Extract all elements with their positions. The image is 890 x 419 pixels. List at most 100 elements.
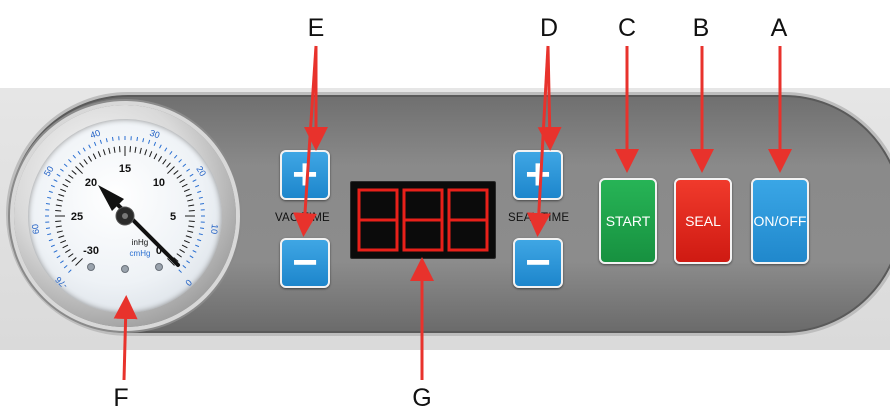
gauge-outer-tick-label: 0 [183,277,194,288]
gauge-inner-tick-label: -30 [83,245,99,257]
gauge-tick [71,257,77,262]
gauge-tick-outer [195,184,200,188]
gauge-inner-tick-label: 25 [71,211,83,223]
gauge-tick [65,249,71,254]
gauge-tick-outer [48,190,53,193]
gauge-tick [62,244,69,249]
plus-icon: + [292,150,318,199]
gauge-tick [181,244,188,249]
gauge-tick [87,156,92,162]
gauge-tick-outer [182,163,187,168]
gauge-tick [79,162,84,168]
gauge-tick-outer [47,233,52,236]
gauge-tick [134,146,137,153]
gauge-tick [55,204,62,207]
gauge-tick [179,178,185,183]
callout-letter-e: E [307,14,325,42]
gauge-tick [62,183,69,188]
gauge-tick [167,258,175,266]
gauge-tick [185,193,192,197]
gauge-tick-outer [195,244,200,248]
gauge-tick [75,258,83,266]
gauge-tick [149,151,153,158]
gauge-outer-tick-label: -76 [53,275,69,291]
gauge-tick-outer [63,163,68,168]
gauge-tick-outer [192,179,197,182]
seal-time-plus-button[interactable]: + [513,150,563,200]
gauge-tick [153,153,158,160]
gauge-inner-tick-label: 0 [156,245,162,257]
on-off-button[interactable]: ON/OFF [751,178,809,264]
gauge-tick-outer [105,138,108,143]
gauge-tick [144,149,148,156]
gauge-outer-tick-label: 10 [209,224,220,235]
gauge-tick-outer [164,147,168,152]
gauge-tick [179,249,185,254]
gauge-units-bottom: cmHg [130,249,151,258]
gauge-tick [83,159,88,165]
gauge-tick-outer [111,136,114,142]
gauge-tick-outer [99,139,102,144]
gauge-tick [75,166,83,174]
gauge-tick [68,174,74,179]
gauge-tick-outer [173,154,178,159]
gauge-outer-tick-label: 20 [194,164,208,178]
gauge-tick [162,159,167,165]
gauge-tick [176,253,182,258]
gauge-tick-outer [189,255,194,259]
minus-icon: − [525,238,551,287]
gauge-tick [58,193,65,197]
gauge-tick-outer [82,147,86,152]
callout-letter-f: F [113,384,129,412]
gauge-tick-outer [68,159,72,163]
gauge-units-top: inHg [132,238,148,247]
gauge-tick-outer [186,168,191,172]
gauge-tick-outer [47,196,52,199]
gauge-tick [71,170,77,175]
gauge-tick-outer [48,239,53,242]
gauge-tick-outer [93,141,97,146]
gauge-tick-outer [197,190,202,193]
gauge-tick [188,225,195,228]
gauge-tick [56,199,63,202]
start-button[interactable]: START [599,178,657,264]
gauge-tick-outer [56,255,61,259]
gauge-tick [188,204,195,207]
seal-time-minus-button[interactable]: − [513,238,563,288]
gauge-tick [183,240,190,244]
gauge-tick-outer [192,250,197,253]
gauge-tick [56,230,63,233]
gauge-tick-outer [198,233,203,236]
gauge-tick-outer [148,139,151,144]
gauge-tick-outer [182,264,187,269]
gauge-tick-outer [72,154,77,159]
gauge-tick [173,257,179,262]
seal-time-label: SEAL TIME [508,212,570,224]
gauge-tick-outer [199,202,205,205]
on-off-button-label: ON/OFF [753,213,807,229]
seal-button[interactable]: SEAL [674,178,732,264]
gauge-tick [65,178,71,183]
gauge-tick-outer [50,184,55,188]
vac-time-minus-button[interactable]: − [280,238,330,288]
gauge-tick [92,153,97,160]
gauge-tick-outer [169,150,173,155]
gauge-tick-outer [53,179,58,182]
gauge-tick [185,235,192,239]
plus-icon: + [525,150,551,199]
seal-button-label: SEAL [685,213,721,229]
gauge-tick [187,199,194,202]
gauge-tick-outer [63,264,68,269]
gauge-tick [55,225,62,228]
gauge-tick-outer [178,269,182,273]
vac-time-plus-button[interactable]: + [280,150,330,200]
gauge-tick-outer [59,168,64,172]
gauge-tick [166,162,171,168]
gauge-tick-outer [142,138,145,143]
gauge-tick-outer [59,260,64,264]
gauge-inner-tick-label: 15 [119,163,131,175]
gauge-inner-tick-label: 10 [153,177,165,189]
led-digits [357,188,489,252]
gauge-tick-outer [88,144,91,149]
